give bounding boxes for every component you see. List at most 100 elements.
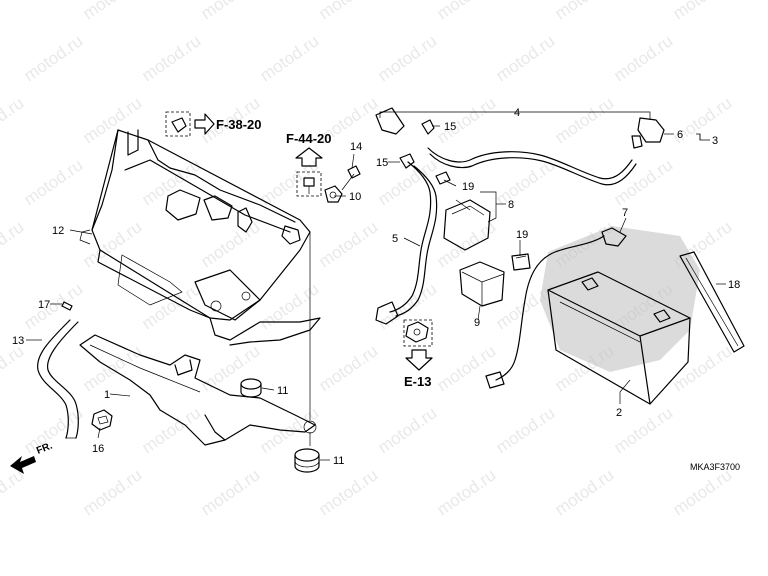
- relay-cover-part-9: [459, 261, 505, 307]
- callout-19-lower: 19: [516, 229, 528, 241]
- diagram-code: MKA3F3700: [690, 462, 740, 472]
- battery-bracket: [79, 334, 317, 446]
- battery-area-shading: [540, 226, 700, 372]
- terminal-bolt-part-7: [601, 227, 627, 247]
- callout-2: 2: [616, 407, 622, 419]
- watermark-text: motod.ru: [610, 31, 676, 85]
- watermark-text: motod.ru: [138, 31, 204, 85]
- nut-part-10: [324, 185, 343, 203]
- watermark-text: motod.ru: [79, 93, 145, 147]
- callout-13: 13: [12, 335, 24, 347]
- watermark-text: motod.ru: [374, 279, 440, 333]
- screw-part: [303, 177, 315, 194]
- ref-box-f38: [165, 111, 191, 137]
- callout-12: 12: [52, 225, 64, 237]
- callout-15-upper: 15: [444, 121, 456, 133]
- watermark-text: motod.ru: [79, 0, 145, 23]
- watermark-text: motod.ru: [20, 31, 86, 85]
- bolt-part-14: [341, 165, 361, 191]
- cable-part-5: [375, 161, 438, 325]
- nut-e13: [405, 321, 429, 343]
- reference-f44-20: F-44-20: [286, 131, 332, 146]
- watermark-text: motod.ru: [315, 217, 381, 271]
- screw-part-top: [171, 117, 187, 133]
- watermark-text: motod.ru: [197, 341, 263, 395]
- callout-labels: 4 6 3 15 15 19 8 5 19 9 7 18 2 14 10 12 …: [12, 107, 740, 467]
- watermark-text: motod.ru: [0, 0, 27, 23]
- watermark-text: motod.ru: [197, 217, 263, 271]
- watermark-text: motod.ru: [669, 0, 735, 23]
- watermark-text: motod.ru: [256, 31, 322, 85]
- watermark-text: motod.ru: [315, 465, 381, 519]
- bolt-part-15-upper: [421, 119, 435, 135]
- reference-e13: E-13: [404, 374, 431, 389]
- watermark-text: motod.ru: [610, 155, 676, 209]
- watermark-text: motod.ru: [20, 279, 86, 333]
- negative-cable: [485, 235, 605, 389]
- callout-5: 5: [392, 233, 398, 245]
- leader-lines: [26, 111, 726, 461]
- watermark-text: motod.ru: [138, 279, 204, 333]
- arrow-down-e13: [405, 349, 433, 371]
- watermark-text: motod.ru: [492, 31, 558, 85]
- callout-10: 10: [349, 191, 361, 203]
- ref-box-f44: [296, 171, 322, 197]
- callout-7: 7: [622, 207, 628, 219]
- watermark-text: motod.ru: [492, 403, 558, 457]
- battery-part-2: [547, 271, 691, 405]
- callout-11-upper: 11: [277, 385, 288, 397]
- watermark-text: motod.ru: [0, 93, 27, 147]
- watermark-text: motod.ru: [0, 217, 27, 271]
- watermark-text: motod.ru: [669, 341, 735, 395]
- callout-9: 9: [474, 317, 480, 329]
- watermark-text: motod.ru: [433, 0, 499, 23]
- watermark-text: motod.ru: [0, 341, 27, 395]
- drain-tube: [37, 319, 79, 439]
- callout-14: 14: [350, 141, 362, 153]
- watermark-text: motod.ru: [374, 403, 440, 457]
- starter-relay-part-8: [435, 171, 491, 251]
- grommet-lower: [294, 448, 320, 473]
- watermark-text: motod.ru: [551, 93, 617, 147]
- watermark-text: motod.ru: [20, 155, 86, 209]
- callout-8: 8: [508, 199, 514, 211]
- arrow-right-f38: [194, 113, 215, 135]
- ref-box-e13: [403, 319, 433, 347]
- watermark-text: motod.ru: [138, 403, 204, 457]
- arrow-up-f44: [295, 147, 323, 167]
- watermark-text: motod.ru: [315, 341, 381, 395]
- bolt-part-15-lower: [399, 153, 415, 169]
- clamp-part-16: [91, 409, 113, 431]
- grommet-upper: [240, 378, 262, 398]
- fuse-part-19: [511, 253, 531, 271]
- watermark-text: motod.ru: [551, 0, 617, 23]
- terminal-cover-part-6: [631, 117, 665, 149]
- watermark-text: motod.ru: [79, 465, 145, 519]
- watermark-text: motod.ru: [669, 465, 735, 519]
- battery-band-part-18: [679, 251, 745, 353]
- callout-15-lower: 15: [376, 157, 388, 169]
- watermark-text: motod.ru: [433, 465, 499, 519]
- watermark-text: motod.ru: [256, 279, 322, 333]
- watermark-text: motod.ru: [374, 31, 440, 85]
- callout-18: 18: [728, 279, 740, 291]
- callout-1: 1: [104, 389, 110, 401]
- callout-19-upper: 19: [462, 181, 474, 193]
- callout-17: 17: [38, 299, 50, 311]
- callout-3: 3: [712, 135, 718, 147]
- watermark-text: motod.ru: [79, 341, 145, 395]
- watermark-text: motod.ru: [138, 155, 204, 209]
- callout-4: 4: [514, 107, 520, 119]
- callout-11-lower: 11: [333, 455, 344, 467]
- reference-f38-20: F-38-20: [216, 117, 262, 132]
- watermark-text: motod.ru: [315, 0, 381, 23]
- clip-part-17: [61, 301, 73, 311]
- watermark-text: motod.ru: [256, 155, 322, 209]
- battery-box: [79, 129, 321, 346]
- watermark-text: motod.ru: [197, 0, 263, 23]
- callout-6: 6: [677, 129, 683, 141]
- watermark-text: motod.ru: [197, 465, 263, 519]
- battery-cable-part-4: [375, 107, 637, 186]
